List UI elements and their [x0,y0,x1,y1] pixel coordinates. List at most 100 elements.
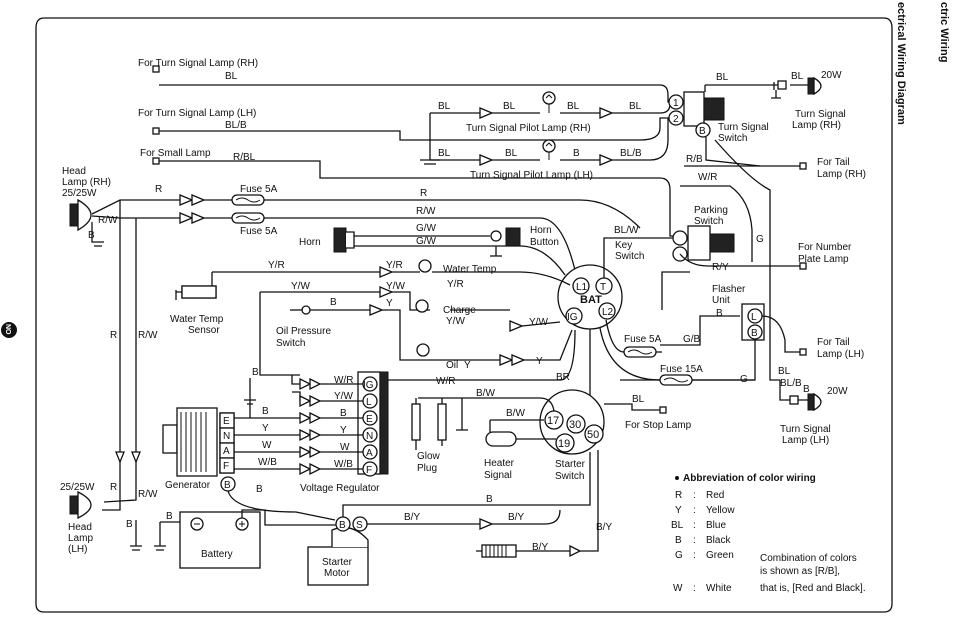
turn-lamp-rh-1: Turn Signal [795,109,846,120]
tail-lh-1: For Tail [817,337,850,348]
tail-rh-connector-icon [799,162,807,170]
motor-b: B [339,520,346,531]
fuse-top-2: Fuse 5A [240,226,278,237]
fuse-mid-icon [623,346,657,358]
reg-wire-wb: W/B [334,459,353,470]
legend-item: BL : Blue [671,520,726,531]
charge-lamp-icon [415,299,429,313]
wire-r-head: R [155,184,162,195]
tail-lh-2: Lamp (LH) [817,349,864,360]
flasher-l: L [751,312,757,323]
key-l1: L1 [576,282,588,293]
reg-wire-yw: Y/W [334,391,353,402]
horn-label: Horn [299,237,321,248]
tail-rh-1: For Tail [817,157,850,168]
legend-name: White [706,583,732,594]
wire-b-lh: B [126,519,133,530]
wire-r-side: R [110,330,117,341]
flasher-2: Unit [712,295,730,306]
wire-bl-1: BL [225,71,238,82]
turn-lamp-rh-watt: 20W [821,70,842,81]
wire-bl-8: BL [716,72,729,83]
starter-19: 19 [558,438,570,450]
legend-item: R : Red [675,490,724,501]
reg-connectors [299,377,322,476]
tail-lh-connector-icon [799,348,807,356]
reg-f: F [366,465,372,476]
connector-icon [499,354,514,366]
connector-icon [479,518,494,530]
turn-lh-connector-icon [152,127,160,135]
gen-wire-y: Y [262,423,269,434]
turn-rh-connector-icon [152,65,160,73]
legend-sep: : [693,490,696,501]
header-title-top: ctric Wiring [938,2,950,62]
legend-sep: : [693,520,696,531]
wire-yr-1: Y/R [268,260,285,271]
oil-pressure-2: Switch [276,338,305,349]
wire-pilot-rh [430,102,671,114]
starter-17: 17 [547,415,559,427]
turn-switch-label-2: Switch [718,133,747,144]
wire-bl-5: BL [629,101,642,112]
connector-icon [379,286,394,298]
reg-wire-w: W [340,442,350,453]
legend-combo-3: that is, [Red and Black]. [760,583,866,594]
diagram-frame [35,17,893,613]
key-label-2: Switch [615,251,644,262]
starter-motor-1: Starter [322,557,353,568]
connector-icon [179,194,194,206]
gen-f: F [223,461,229,472]
wire-r-top: R [420,188,427,199]
flasher-1: Flasher [712,284,746,295]
oil-label: Oil [446,360,458,371]
wire-rb: R/B [686,154,703,165]
head-lh-1: Head [68,522,92,533]
wire-blb-3: BL/B [780,378,802,389]
head-rh-label-1: Head [62,166,86,177]
wire-b-fl: B [716,308,723,319]
reg-a: A [366,448,373,459]
parking-label-2: Switch [694,216,723,227]
turn-lamp-rh-2: Lamp (RH) [792,120,841,131]
wire-bw-1: B/W [476,388,495,399]
wire-yw-1: Y/W [291,281,310,292]
wire-rw-lh: R/W [138,489,158,500]
reg-ig: IG [363,380,374,391]
connector-icon [777,80,787,90]
number-1: For Number [798,242,852,253]
wire-yw-3: Y/W [446,316,465,327]
wire-r-lh: R [110,482,117,493]
starter-sw-2: Switch [555,471,584,482]
wire-bl-2: BL [438,101,451,112]
wire-gw-2: G/W [416,236,437,247]
gen-wire-w: W [262,440,272,451]
connector-icon [599,154,614,166]
reg-wire-y: Y [340,425,347,436]
legend-item: Y : Yellow [675,505,735,516]
oil-lamp-icon [416,343,430,357]
water-sensor-1: Water Temp [170,314,224,325]
legend-sep: : [693,535,696,546]
horn-icon [333,227,355,253]
turn-lh-label: For Turn Signal Lamp (LH) [138,108,256,119]
key-l2: L2 [602,307,614,318]
starter-50: 50 [587,429,599,441]
wire-b-bat: B [166,511,173,522]
horn-button-icon [490,227,521,257]
pilot-lh-label: Turn Signal Pilot Lamp (LH) [470,170,593,181]
key-switch-icon [557,264,623,330]
wire-by-4: B/Y [596,522,612,533]
connector-icon [369,304,384,316]
wire-y-2: Y [464,360,471,371]
stop-lamp-label: For Stop Lamp [625,420,692,431]
pilot-rh-label: Turn Signal Pilot Lamp (RH) [466,123,591,134]
wire-pilot-lh [430,118,669,161]
fuse-15: Fuse 15A [660,364,703,375]
wire-gw-1: G/W [416,223,437,234]
legend-code: BL [671,520,684,531]
glow-plug-2: Plug [417,463,437,474]
starter-sw-1: Starter [555,459,586,470]
header-title-side: ectrical Wiring Diagram [895,2,907,125]
fuse-top-2-icon [231,212,265,224]
